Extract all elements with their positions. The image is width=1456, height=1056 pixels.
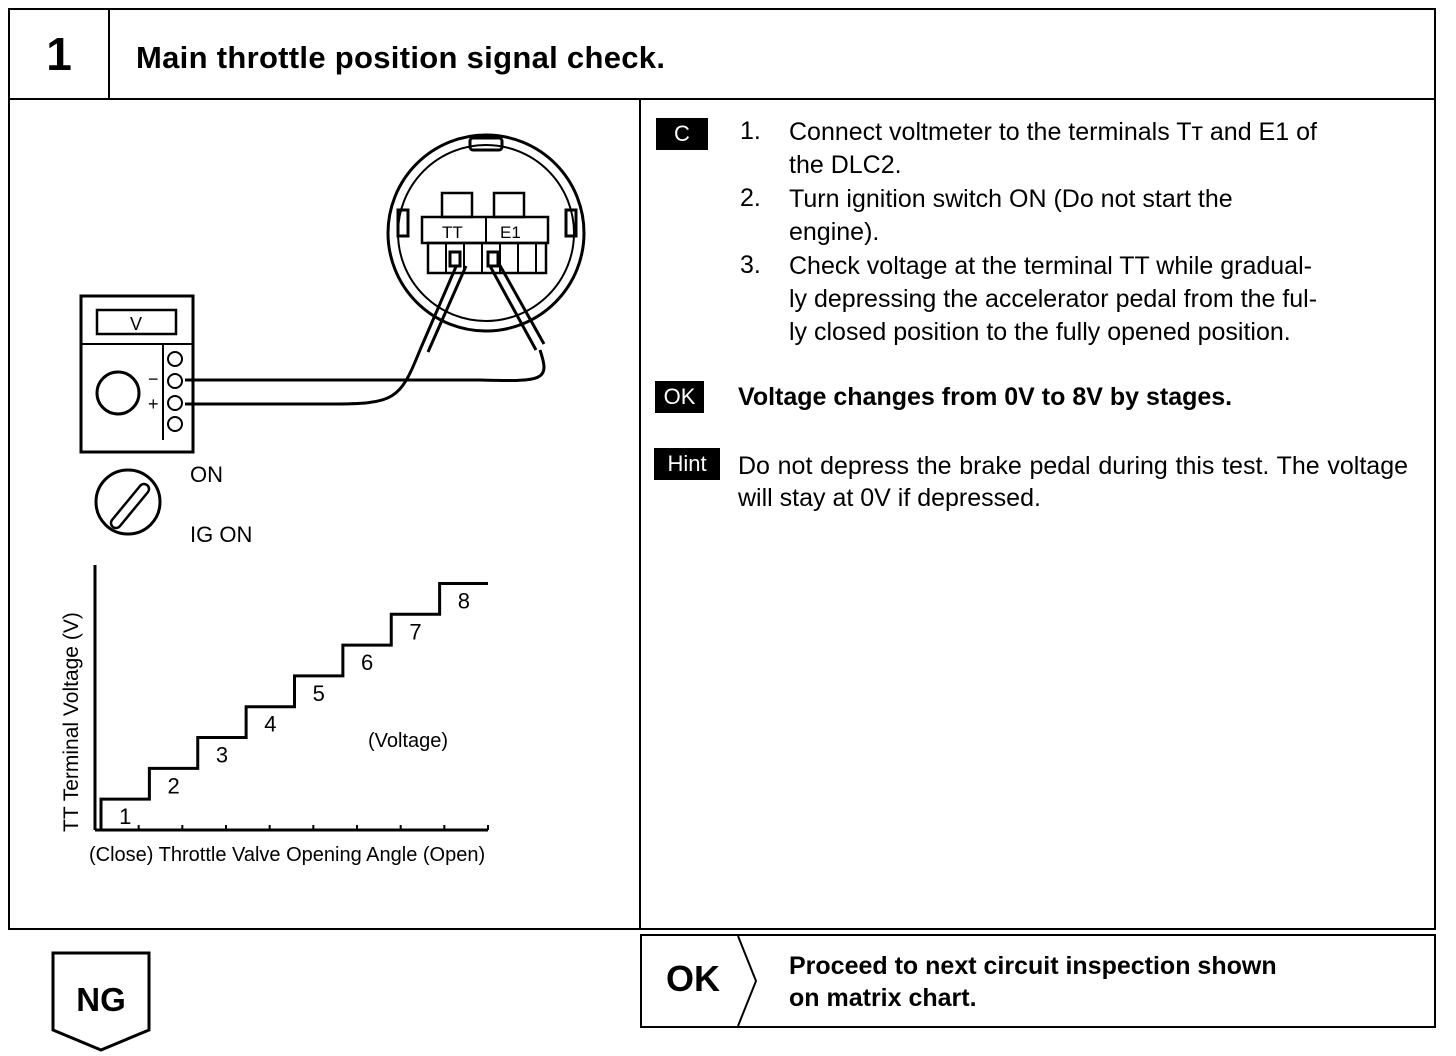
meter-plus: + — [148, 394, 159, 414]
step-line: Turn ignition switch ON (Do not start th… — [789, 185, 1233, 213]
chart-x-axis-label: (Close) Throttle Valve Opening Angle (Op… — [89, 844, 485, 866]
voltmeter — [79, 294, 195, 454]
chart-step-label: 2 — [167, 773, 179, 798]
check-tag: C — [656, 118, 708, 150]
step-text-2: Turn ignition switch ON (Do not start th… — [789, 183, 1233, 249]
hint-text: Do not depress the brake pedal during th… — [738, 452, 1408, 512]
meter-label: V — [130, 314, 142, 334]
chart-step-label: 7 — [409, 619, 421, 644]
chart-step-label: 4 — [264, 712, 276, 737]
step-header: 1 Main throttle position signal check. — [8, 8, 1436, 100]
ignition-on-label: ON — [190, 462, 223, 487]
column-divider — [639, 100, 641, 930]
ignition-ig-on-label: IG ON — [190, 522, 252, 547]
chart-step-label: 8 — [458, 588, 470, 613]
proceed-line-2: on matrix chart. — [789, 984, 977, 1012]
step-text-1: Connect voltmeter to the terminals Tт an… — [789, 116, 1317, 182]
ok-arrow-divider — [737, 935, 758, 1027]
proceed-text: Proceed to next circuit inspection shown… — [789, 950, 1277, 1014]
step-body — [8, 100, 1436, 930]
proceed-line-1: Proceed to next circuit inspection shown — [789, 952, 1277, 980]
chart-series-label: (Voltage) — [368, 730, 448, 752]
step-line: ly depressing the accelerator pedal from… — [789, 285, 1318, 313]
hint-tag: Hint — [654, 448, 720, 480]
meter-minus: − — [148, 369, 159, 389]
step-line: Check voltage at the terminal TT while g… — [789, 252, 1312, 280]
ok-outcome-box — [640, 934, 1436, 1028]
step-line: ly closed position to the fully opened p… — [789, 318, 1291, 346]
chart-step-label: 1 — [119, 804, 131, 829]
chart-step-label: 5 — [313, 681, 325, 706]
ng-badge: NG — [51, 951, 151, 1052]
ok-result-text: Voltage changes from 0V to 8V by stages. — [738, 383, 1233, 411]
step-number-1: 1. — [740, 117, 761, 145]
step-line: Connect voltmeter to the terminals Tт an… — [789, 118, 1317, 146]
step-line: the DLC2. — [789, 151, 902, 179]
step-number-2: 2. — [740, 184, 761, 212]
wiring-diagram: TT E1 V − + ON IG ON 1 2 3 4 5 6 7 8 TT Termina… — [60, 133, 586, 866]
ok-outcome-label: OK — [666, 958, 720, 999]
step-text-3: Check voltage at the terminal TT while g… — [789, 250, 1317, 349]
probe-leads — [185, 250, 546, 406]
step-number: 1 — [10, 10, 110, 98]
chart-step-label: 3 — [216, 743, 228, 768]
step-title: Main throttle position signal check. — [136, 40, 666, 75]
chart-y-axis-label: TT Terminal Voltage (V) — [60, 612, 83, 832]
dlc2-connector — [386, 133, 586, 333]
step-line: engine). — [789, 218, 880, 246]
ok-tag: OK — [655, 381, 704, 413]
ng-label: NG — [76, 981, 126, 1018]
step-number-3: 3. — [740, 251, 761, 279]
voltage-step-chart: 1 2 3 4 5 6 7 8 — [93, 565, 489, 832]
connector-label-tt: TT — [442, 223, 463, 242]
ignition-switch-icon — [94, 468, 162, 536]
chart-step-label: 6 — [361, 650, 373, 675]
connector-label-e1: E1 — [500, 223, 521, 242]
chart-voltage-line — [99, 581, 488, 830]
